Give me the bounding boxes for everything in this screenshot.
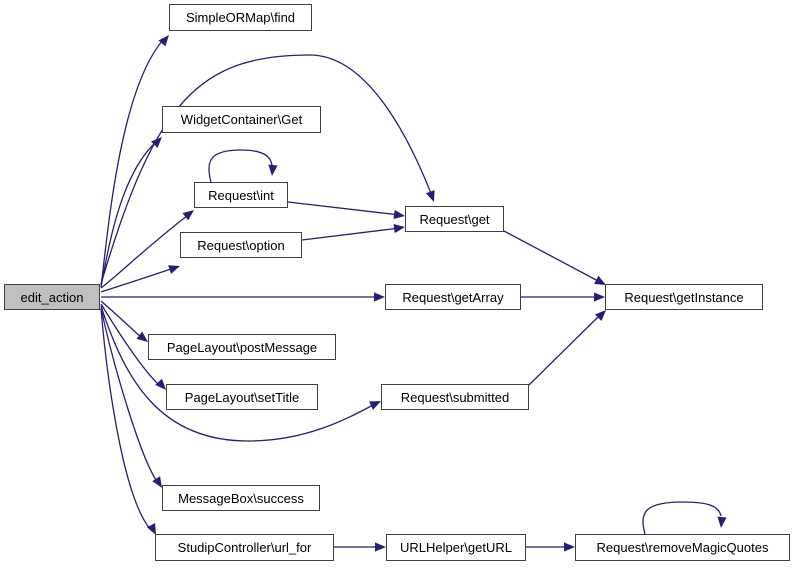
- graph-edge-arrowhead: [564, 542, 575, 552]
- graph-edge-arrowhead: [425, 190, 435, 202]
- graph-node-pagelayout-post[interactable]: PageLayout\postMessage: [148, 334, 336, 360]
- graph-edge-arrowhead: [393, 209, 405, 220]
- graph-node-label: URLHelper\getURL: [400, 540, 512, 555]
- graph-node-label: Request\submitted: [400, 389, 510, 405]
- graph-edge: [642, 501, 722, 535]
- graph-edge: [100, 39, 164, 288]
- graph-edge: [100, 267, 175, 293]
- graph-node-request-get[interactable]: Request\get: [405, 206, 504, 232]
- graph-edge: [301, 227, 401, 241]
- graph-node-label: PageLayout\setTitle: [184, 389, 300, 405]
- graph-edge: [100, 214, 189, 289]
- graph-edge-arrowhead: [168, 265, 180, 274]
- graph-node-label: SimpleORMap\find: [185, 10, 296, 25]
- graph-node-label: MessageBox\success: [178, 490, 304, 506]
- graph-node-label: Request\option: [197, 237, 285, 253]
- graph-node-messagebox-success[interactable]: MessageBox\success: [162, 485, 320, 511]
- graph-node-label: Request\getInstance: [624, 289, 744, 305]
- graph-node-label: Request\get: [419, 211, 490, 227]
- graph-edge: [208, 149, 273, 183]
- graph-node-request-option[interactable]: Request\option: [180, 232, 302, 258]
- graph-node-label: Request\getArray: [402, 289, 504, 305]
- graph-edge: [100, 300, 143, 339]
- graph-node-label: WidgetContainer\Get: [180, 112, 303, 127]
- graph-node-urlhelper-geturl[interactable]: URLHelper\getURL: [386, 534, 526, 561]
- graph-edge-arrowhead: [182, 210, 194, 221]
- graph-edge-arrowhead: [717, 516, 727, 528]
- graph-node-studip-url-for[interactable]: StudipController\url_for: [155, 534, 334, 561]
- graph-edge: [100, 305, 376, 442]
- graph-edge: [287, 201, 401, 216]
- graph-edge: [528, 313, 602, 386]
- graph-node-pagelayout-title[interactable]: PageLayout\setTitle: [166, 384, 318, 410]
- graph-edge: [503, 230, 601, 283]
- graph-node-request-removemq[interactable]: Request\removeMagicQuotes: [575, 534, 790, 561]
- graph-edge: [100, 141, 157, 288]
- graph-edge-arrowhead: [268, 164, 278, 176]
- graph-node-label: PageLayout\postMessage: [166, 339, 318, 355]
- graph-edge-arrowhead: [374, 292, 385, 302]
- graph-node-label: Request\int: [208, 187, 274, 203]
- graph-node-label: edit_action: [20, 289, 84, 305]
- graph-edge-arrowhead: [393, 223, 405, 234]
- graph-node-label: StudipController\url_for: [177, 540, 312, 555]
- graph-node-label: Request\removeMagicQuotes: [596, 540, 769, 555]
- graph-node-simpleormap-find[interactable]: SimpleORMap\find: [169, 4, 312, 31]
- graph-node-edit-action[interactable]: edit_action: [4, 284, 100, 310]
- graph-edge-arrowhead: [150, 137, 162, 149]
- graph-node-request-submitted[interactable]: Request\submitted: [381, 384, 529, 410]
- graph-node-request-getarray[interactable]: Request\getArray: [385, 284, 521, 310]
- graph-edge-arrowhead: [158, 35, 169, 47]
- graph-node-request-getinstance[interactable]: Request\getInstance: [605, 284, 763, 310]
- graph-node-widgetcontainer-get[interactable]: WidgetContainer\Get: [162, 106, 321, 133]
- graph-edge: [100, 308, 153, 532]
- graph-edge-arrowhead: [375, 542, 386, 552]
- graph-edge-arrowhead: [594, 292, 605, 302]
- graph-node-request-int[interactable]: Request\int: [194, 182, 288, 208]
